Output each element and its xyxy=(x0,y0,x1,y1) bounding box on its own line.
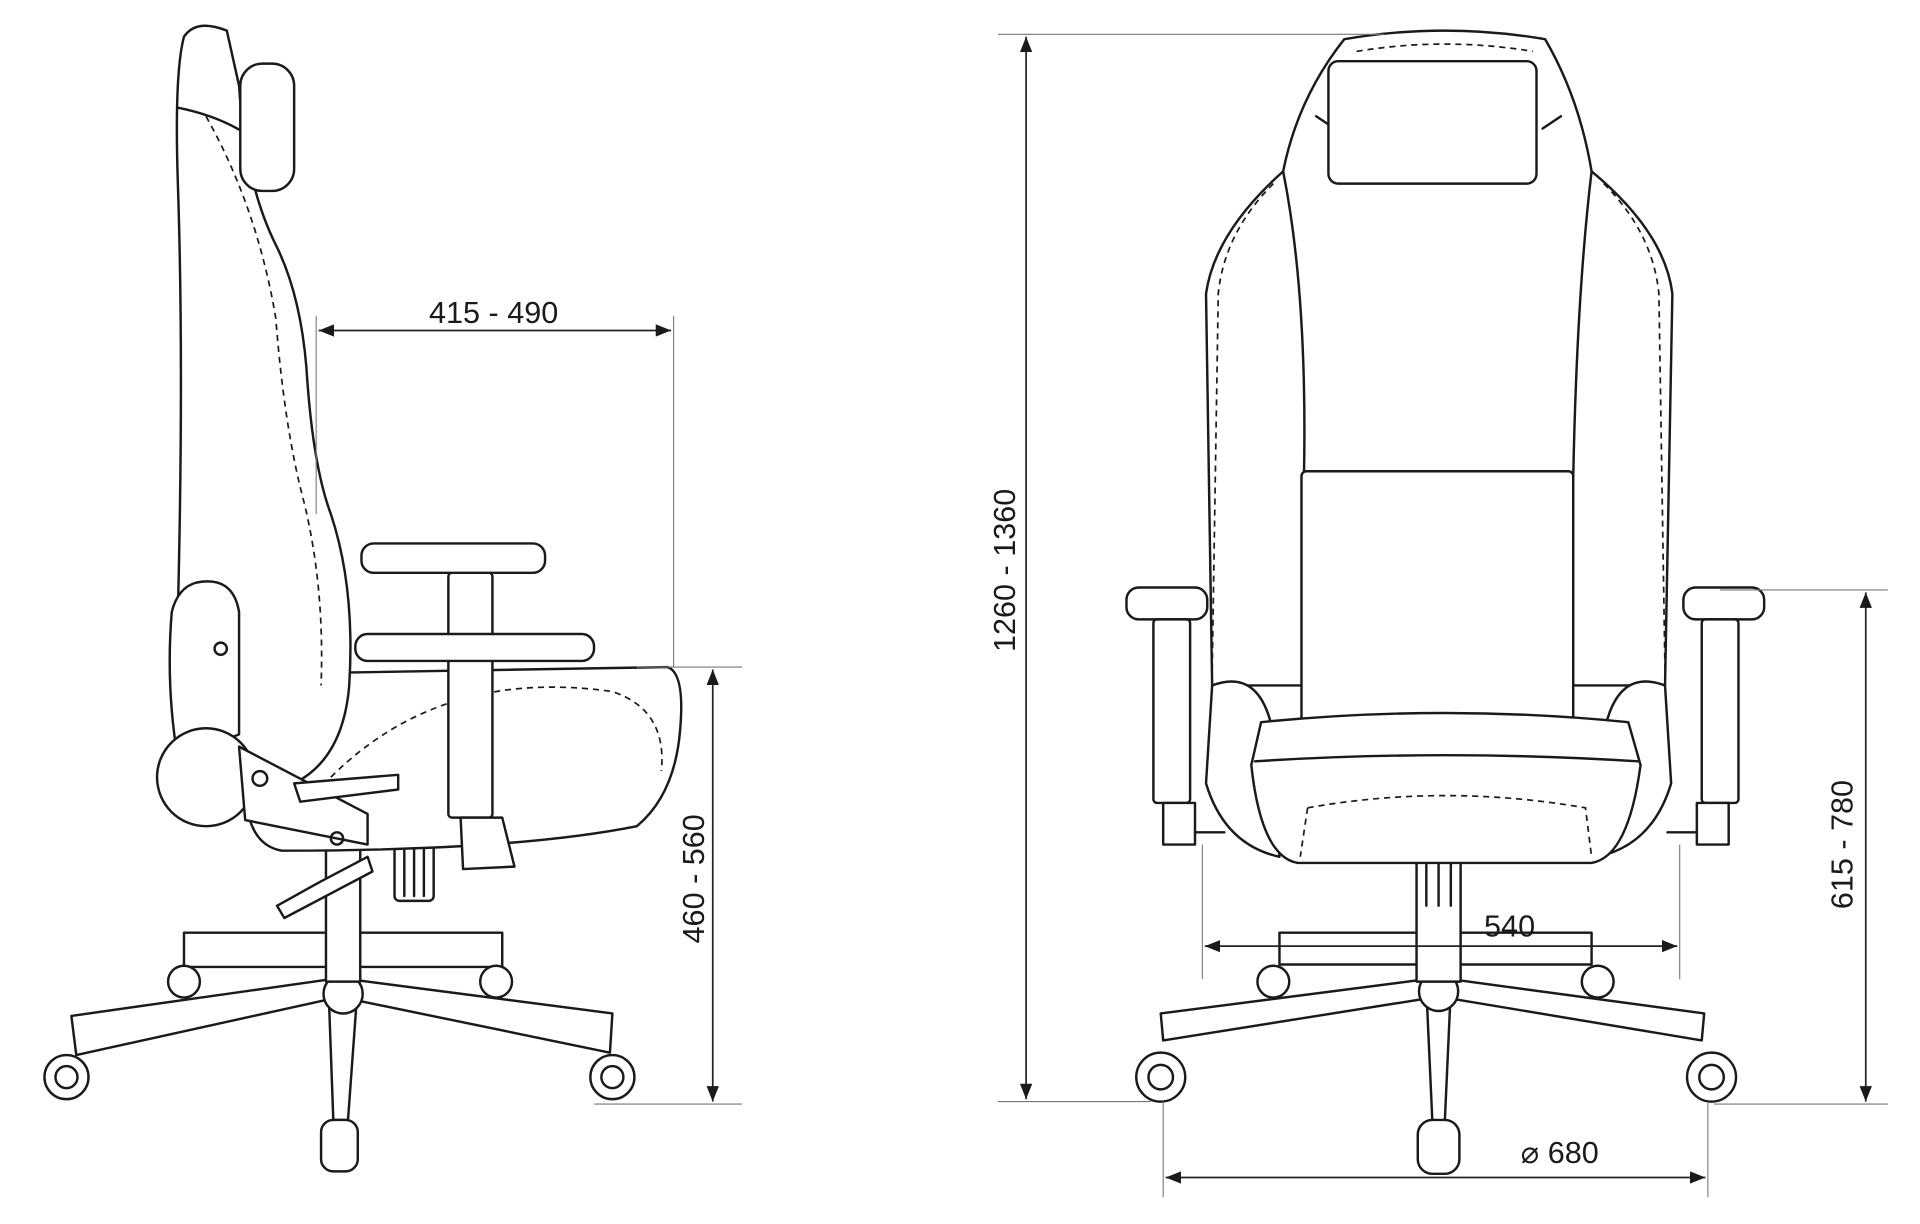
recline-knob xyxy=(155,727,257,828)
seat-height-label: 460 - 560 xyxy=(677,814,711,943)
armrest-height-dimension: 615 - 780 xyxy=(1713,589,1888,1105)
caster-wheels xyxy=(43,964,636,1173)
seat-width-dimension: 540 xyxy=(1201,844,1681,980)
side-view-chair xyxy=(43,24,683,1173)
seat-height-dimension: 460 - 560 xyxy=(594,666,743,1105)
front-seat xyxy=(1250,711,1642,865)
left-armrest xyxy=(1125,586,1226,846)
headrest-pillow xyxy=(239,62,296,193)
base-diameter-dimension: ⌀ 680 xyxy=(1162,1101,1709,1198)
seat-depth-label: 415 - 490 xyxy=(429,296,558,330)
front-caster-wheels xyxy=(1135,964,1738,1176)
seat-width-label: 540 xyxy=(1484,909,1535,943)
front-headrest xyxy=(1327,59,1538,185)
side-base xyxy=(43,931,636,1173)
total-height-dimension: 1260 - 1360 xyxy=(988,33,1384,1103)
side-armrest xyxy=(354,542,596,871)
total-height-label: 1260 - 1360 xyxy=(988,489,1022,652)
lumbar-panel xyxy=(1300,470,1575,736)
armrest-height-label: 615 - 780 xyxy=(1825,780,1859,909)
right-armrest xyxy=(1666,586,1766,846)
seat-depth-dimension: 415 - 490 xyxy=(315,296,675,668)
front-view-chair xyxy=(1125,29,1766,1176)
base-diameter-label: ⌀ 680 xyxy=(1521,1136,1599,1170)
